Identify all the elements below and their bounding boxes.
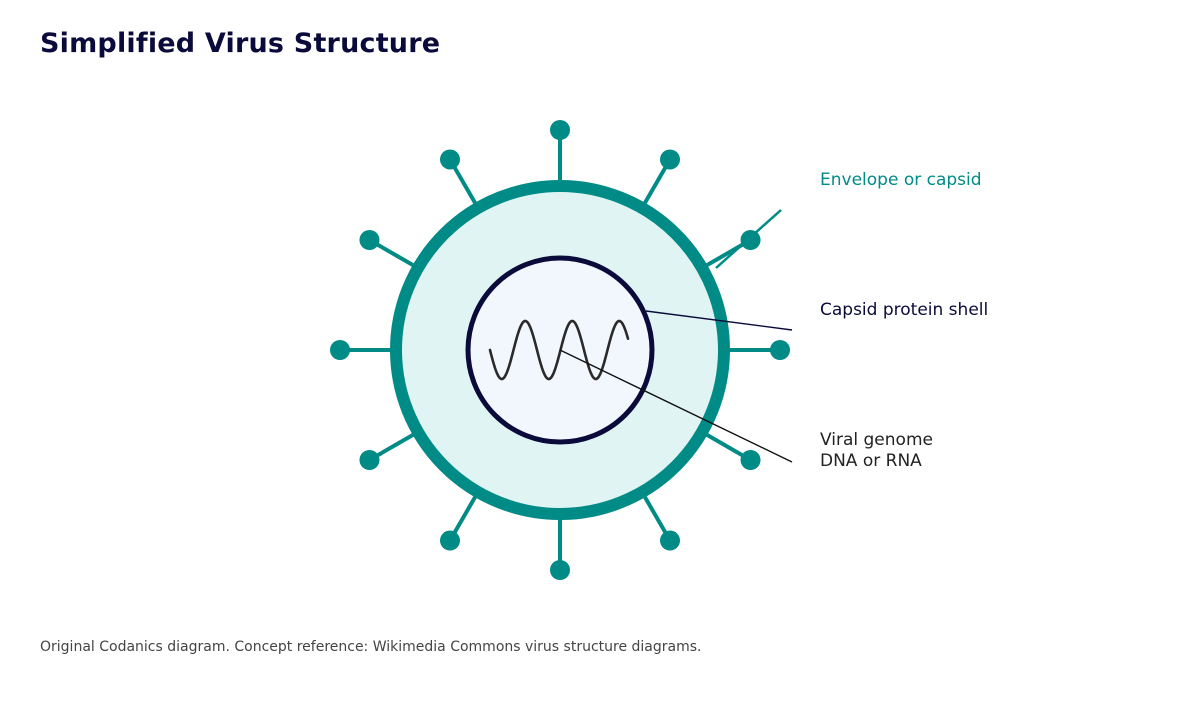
page-title: Simplified Virus Structure: [40, 28, 441, 59]
spike-head: [740, 230, 761, 250]
spike-head: [330, 340, 350, 360]
capsid-leader-line: [645, 310, 793, 331]
spike-proteins: [330, 120, 790, 580]
genome-label: Viral genome DNA or RNA: [820, 430, 933, 472]
spike-head: [440, 149, 460, 170]
spike-head: [359, 230, 380, 250]
genome-leader-line: [559, 349, 793, 463]
envelope-leader-line: [715, 209, 782, 269]
genome-label-line1: Viral genome: [820, 430, 933, 450]
spike-head: [440, 530, 460, 551]
spike-head: [550, 120, 570, 140]
spike-head: [740, 450, 761, 470]
envelope-label: Envelope or capsid: [820, 170, 982, 190]
spike-head: [660, 149, 680, 170]
spike-head: [770, 340, 790, 360]
capsid-label: Capsid protein shell: [820, 300, 989, 320]
spike-head: [550, 560, 570, 580]
spike-head: [359, 450, 380, 470]
spike-head: [660, 530, 680, 551]
genome-label-line2: DNA or RNA: [820, 451, 922, 471]
footer-credit: Original Codanics diagram. Concept refer…: [40, 639, 702, 655]
viral-genome: [488, 319, 630, 381]
